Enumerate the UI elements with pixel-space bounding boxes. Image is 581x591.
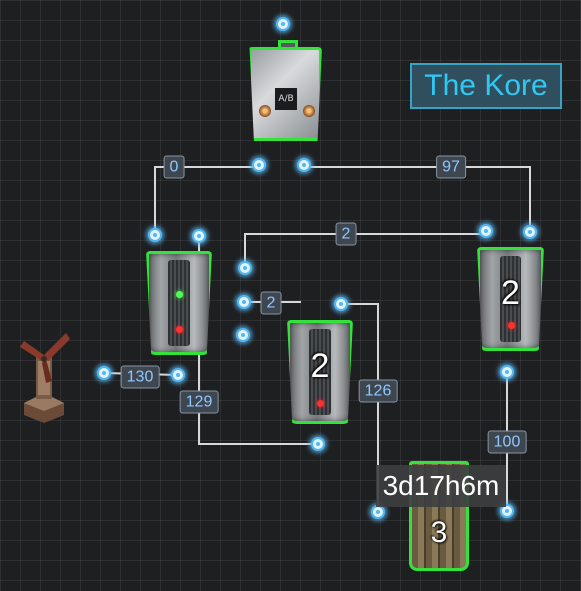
connection-node[interactable] xyxy=(311,437,325,451)
wire-label: 97 xyxy=(436,155,466,179)
knob-icon xyxy=(303,105,315,117)
wire xyxy=(244,233,486,268)
storage-input-node[interactable] xyxy=(371,505,385,519)
gate-screen: A/B xyxy=(275,88,297,110)
status-led-green xyxy=(176,291,183,298)
connection-node[interactable] xyxy=(334,297,348,311)
gate-output-node[interactable] xyxy=(297,158,311,172)
wire-label: 100 xyxy=(487,430,527,454)
wire xyxy=(304,166,531,232)
storage-count: 3 xyxy=(430,516,448,549)
wire-label: 2 xyxy=(335,222,357,246)
battery-output-node[interactable] xyxy=(500,365,514,379)
wire-label: 129 xyxy=(179,390,219,414)
title-label: The Kore xyxy=(410,63,562,109)
battery-stripe xyxy=(168,259,190,347)
status-led-red xyxy=(176,326,183,333)
battery-stripe xyxy=(499,255,522,343)
wire-label: 0 xyxy=(163,155,185,179)
wire-label: 126 xyxy=(358,379,398,403)
battery[interactable] xyxy=(146,251,212,355)
connection-node[interactable] xyxy=(171,368,185,382)
status-led-red xyxy=(317,400,324,407)
gate-input-node[interactable] xyxy=(276,17,290,31)
storage-input-node[interactable] xyxy=(500,504,514,518)
electrical-branch-gate[interactable]: A/B xyxy=(249,47,322,141)
knob-icon xyxy=(259,105,271,117)
connection-node[interactable] xyxy=(238,261,252,275)
battery-input-node[interactable] xyxy=(192,229,206,243)
windmill-output-node[interactable] xyxy=(97,366,111,380)
timer-label: 3d17h6m xyxy=(376,465,506,507)
battery-number: 2 xyxy=(501,274,520,312)
battery-input-node[interactable] xyxy=(148,228,162,242)
battery-number: 2 xyxy=(310,347,330,385)
wire-label: 2 xyxy=(260,291,282,315)
battery-stripe xyxy=(309,328,331,416)
connection-node[interactable] xyxy=(236,328,250,342)
wire xyxy=(341,303,379,512)
gate-output-node[interactable] xyxy=(252,158,266,172)
windmill-icon[interactable] xyxy=(16,325,72,425)
connection-node[interactable] xyxy=(237,295,251,309)
battery[interactable]: 2 xyxy=(477,247,544,351)
battery[interactable]: 2 xyxy=(287,320,353,424)
status-led-red xyxy=(507,322,515,329)
wire-label: 130 xyxy=(120,365,160,389)
battery-input-node[interactable] xyxy=(479,224,493,238)
wire xyxy=(154,166,259,235)
battery-input-node[interactable] xyxy=(523,225,537,239)
